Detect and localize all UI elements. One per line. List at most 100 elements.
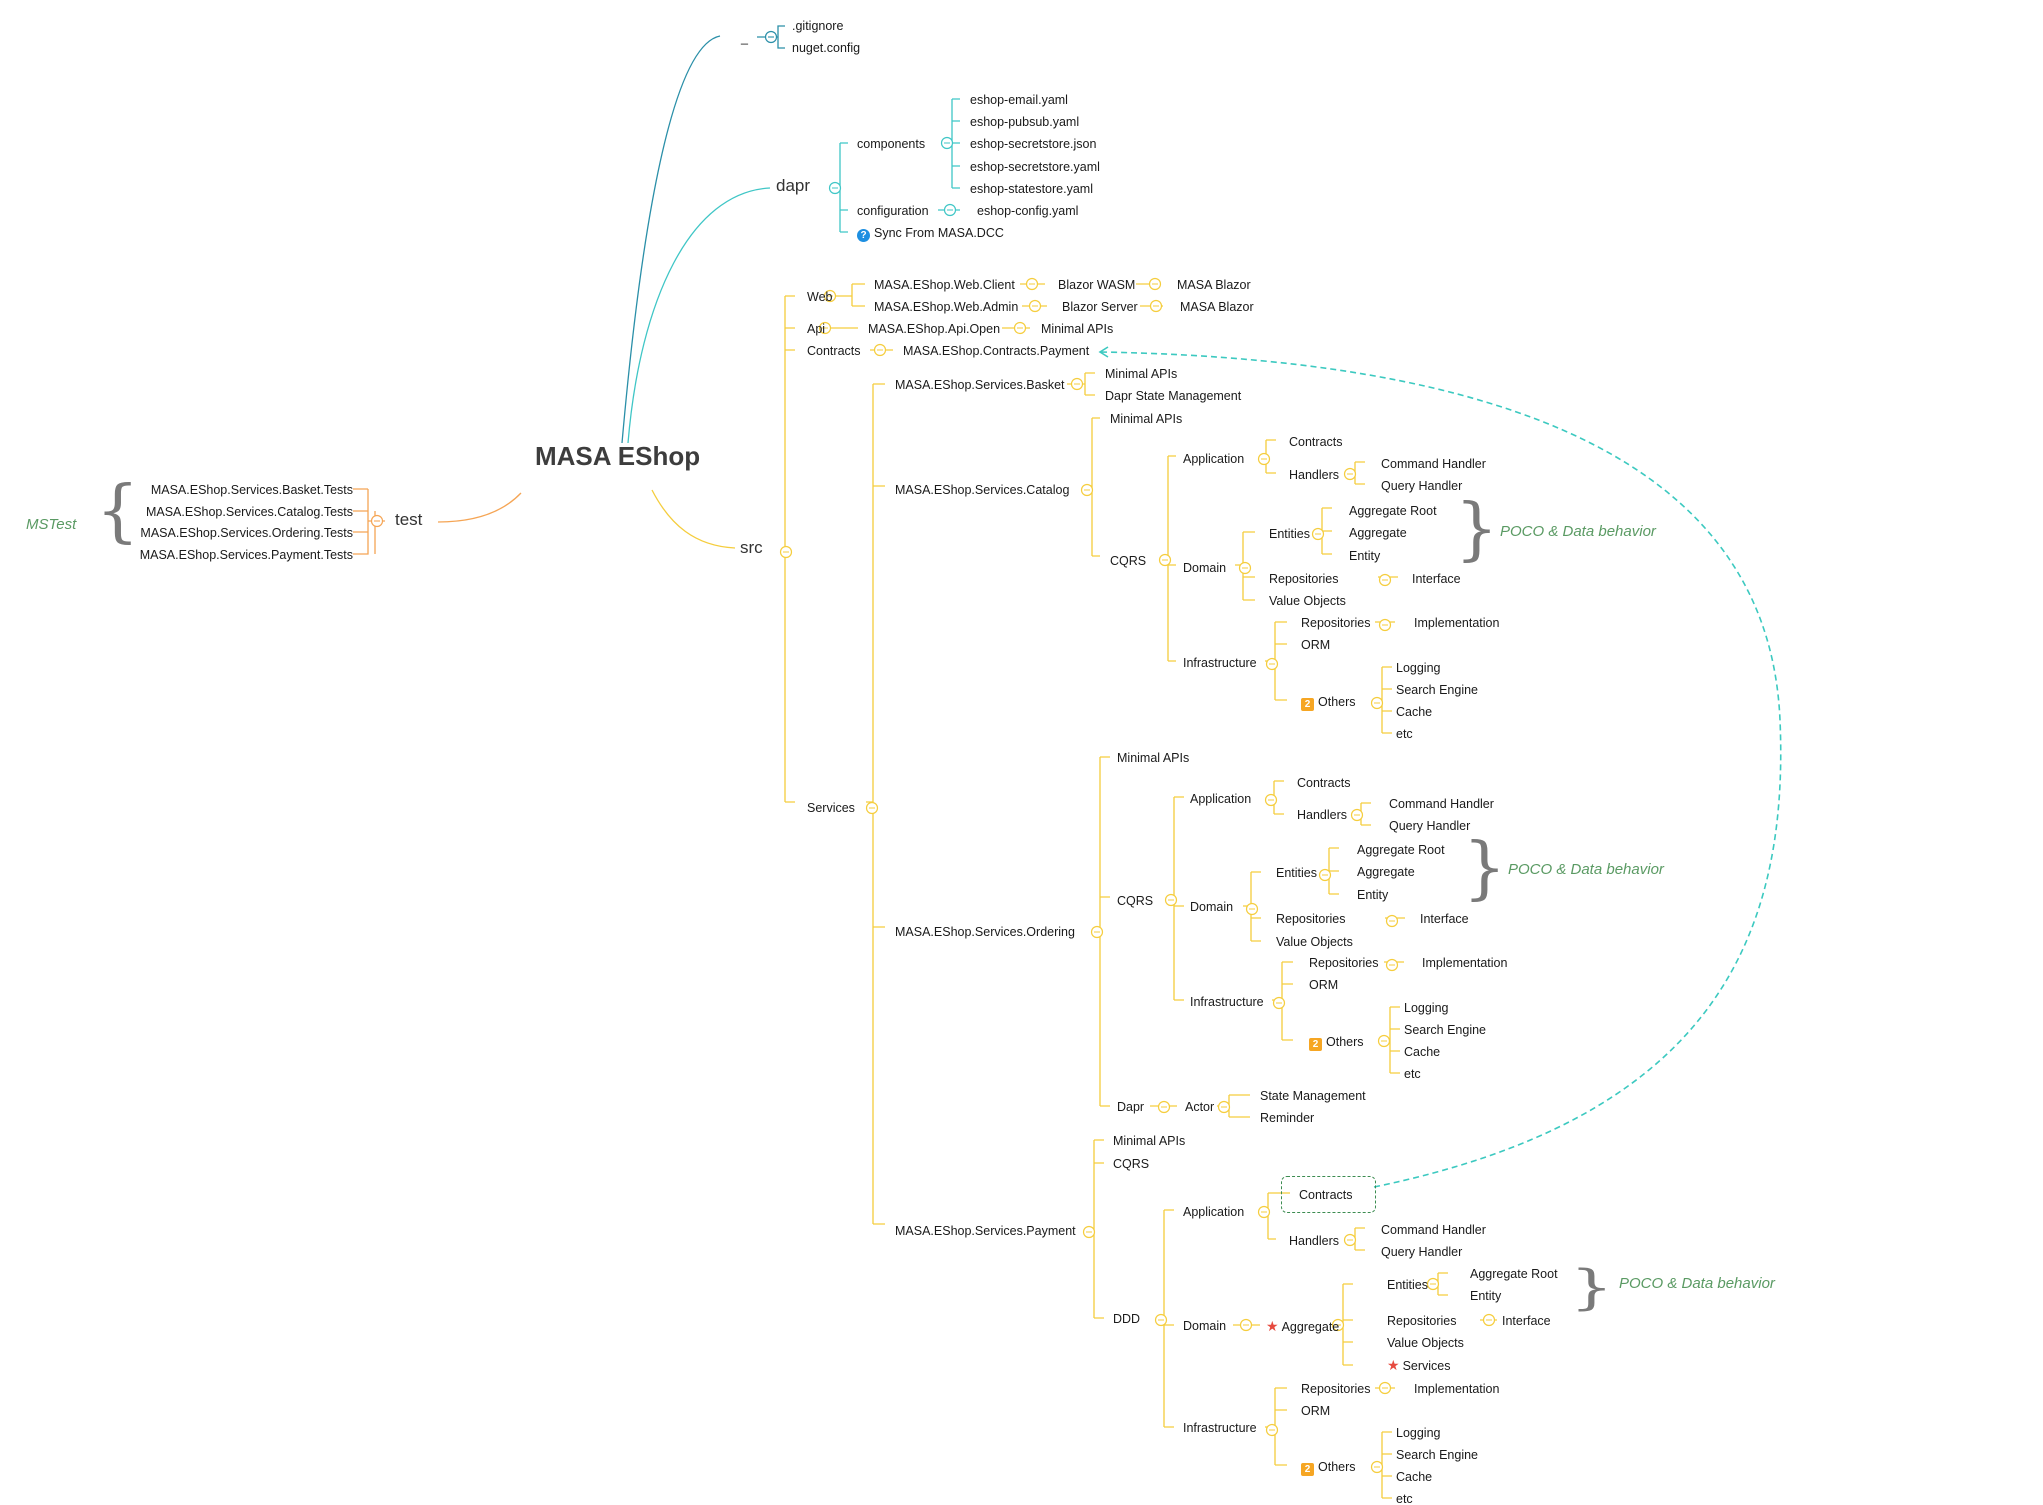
catalog-domain[interactable]: Domain <box>1183 561 1227 575</box>
payment-etc[interactable]: etc <box>1396 1492 1413 1505</box>
ordering-logging[interactable]: Logging <box>1404 1001 1449 1015</box>
payment-search-engine[interactable]: Search Engine <box>1396 1448 1479 1462</box>
basket-dapr-state[interactable]: Dapr State Management <box>1105 389 1242 403</box>
ordering-etc[interactable]: etc <box>1404 1067 1421 1081</box>
catalog-cqrs[interactable]: CQRS <box>1110 554 1147 568</box>
catalog-entities[interactable]: Entities <box>1269 527 1310 541</box>
ordering-search-engine[interactable]: Search Engine <box>1404 1023 1487 1037</box>
catalog-logging[interactable]: Logging <box>1396 661 1441 675</box>
catalog-infra-repositories[interactable]: Repositories <box>1301 616 1371 630</box>
test-ordering[interactable]: MASA.EShop.Services.Ordering.Tests <box>140 526 353 540</box>
payment-minimal-apis[interactable]: Minimal APIs <box>1113 1134 1186 1148</box>
payment-repositories[interactable]: Repositories <box>1387 1314 1457 1328</box>
payment-entities[interactable]: Entities <box>1387 1278 1428 1292</box>
catalog-minimal-apis[interactable]: Minimal APIs <box>1110 412 1183 426</box>
payment-command-handler[interactable]: Command Handler <box>1381 1223 1486 1237</box>
payment-logging[interactable]: Logging <box>1396 1426 1441 1440</box>
catalog-service[interactable]: MASA.EShop.Services.Catalog <box>895 483 1070 497</box>
payment-infrastructure[interactable]: Infrastructure <box>1183 1421 1257 1435</box>
payment-interface[interactable]: Interface <box>1502 1314 1551 1328</box>
file-nuget-config[interactable]: nuget.config <box>792 41 861 55</box>
payment-query-handler[interactable]: Query Handler <box>1381 1245 1463 1259</box>
component-email[interactable]: eshop-email.yaml <box>970 93 1068 107</box>
ordering-dapr[interactable]: Dapr <box>1117 1100 1145 1114</box>
ordering-minimal-apis[interactable]: Minimal APIs <box>1117 751 1190 765</box>
catalog-orm[interactable]: ORM <box>1301 638 1331 652</box>
payment-aggregate[interactable]: ★Aggregate <box>1266 1318 1340 1334</box>
basket-minimal-apis[interactable]: Minimal APIs <box>1105 367 1178 381</box>
catalog-value-objects[interactable]: Value Objects <box>1269 594 1346 608</box>
services-topic[interactable]: Services <box>807 801 855 815</box>
catalog-search-engine[interactable]: Search Engine <box>1396 683 1479 697</box>
test-topic[interactable]: test <box>395 510 423 529</box>
ordering-infrastructure[interactable]: Infrastructure <box>1190 995 1264 1009</box>
catalog-application[interactable]: Application <box>1183 452 1245 466</box>
contracts-topic[interactable]: Contracts <box>807 344 861 358</box>
ordering-state-management[interactable]: State Management <box>1260 1089 1366 1103</box>
payment-application[interactable]: Application <box>1183 1205 1245 1219</box>
web-topic[interactable]: Web <box>807 290 833 304</box>
web-admin-project[interactable]: MASA.EShop.Web.Admin <box>874 300 1019 314</box>
payment-cqrs[interactable]: CQRS <box>1113 1157 1150 1171</box>
ordering-contracts[interactable]: Contracts <box>1297 776 1351 790</box>
ordering-service[interactable]: MASA.EShop.Services.Ordering <box>895 925 1075 939</box>
src-topic[interactable]: src <box>740 538 763 557</box>
components-topic[interactable]: components <box>857 137 926 151</box>
test-payment[interactable]: MASA.EShop.Services.Payment.Tests <box>139 548 353 562</box>
web-client-project[interactable]: MASA.EShop.Web.Client <box>874 278 1015 292</box>
api-topic[interactable]: Api <box>807 322 826 336</box>
masa-blazor-admin[interactable]: MASA Blazor <box>1180 300 1254 314</box>
payment-cache[interactable]: Cache <box>1396 1470 1433 1484</box>
catalog-cache[interactable]: Cache <box>1396 705 1433 719</box>
payment-domain-services[interactable]: ★Services <box>1387 1357 1451 1373</box>
masa-blazor-client[interactable]: MASA Blazor <box>1177 278 1251 292</box>
catalog-interface[interactable]: Interface <box>1412 572 1461 586</box>
configuration-topic[interactable]: configuration <box>857 204 929 218</box>
component-secretstore-json[interactable]: eshop-secretstore.json <box>970 137 1097 151</box>
component-statestore[interactable]: eshop-statestore.yaml <box>970 182 1093 196</box>
ordering-implementation[interactable]: Implementation <box>1422 956 1508 970</box>
catalog-handlers[interactable]: Handlers <box>1289 468 1340 482</box>
test-catalog[interactable]: MASA.EShop.Services.Catalog.Tests <box>145 505 353 519</box>
ordering-reminder[interactable]: Reminder <box>1260 1111 1315 1125</box>
ordering-domain[interactable]: Domain <box>1190 900 1234 914</box>
ordering-value-objects[interactable]: Value Objects <box>1276 935 1353 949</box>
payment-domain[interactable]: Domain <box>1183 1319 1227 1333</box>
api-open-project[interactable]: MASA.EShop.Api.Open <box>868 322 1001 336</box>
dapr-topic[interactable]: dapr <box>776 176 811 195</box>
blazor-wasm[interactable]: Blazor WASM <box>1058 278 1136 292</box>
payment-service[interactable]: MASA.EShop.Services.Payment <box>895 1224 1076 1238</box>
catalog-command-handler[interactable]: Command Handler <box>1381 457 1486 471</box>
ordering-aggregate-root[interactable]: Aggregate Root <box>1357 843 1445 857</box>
root-topic[interactable]: MASA EShop <box>535 441 701 471</box>
catalog-aggregate-root[interactable]: Aggregate Root <box>1349 504 1437 518</box>
ordering-entity[interactable]: Entity <box>1357 888 1389 902</box>
ordering-actor[interactable]: Actor <box>1185 1100 1215 1114</box>
file-gitignore[interactable]: .gitignore <box>792 19 844 33</box>
catalog-entity[interactable]: Entity <box>1349 549 1381 563</box>
api-minimal-apis[interactable]: Minimal APIs <box>1041 322 1114 336</box>
payment-value-objects[interactable]: Value Objects <box>1387 1336 1464 1350</box>
ordering-query-handler[interactable]: Query Handler <box>1389 819 1471 833</box>
payment-handlers[interactable]: Handlers <box>1289 1234 1340 1248</box>
contracts-payment-project[interactable]: MASA.EShop.Contracts.Payment <box>903 344 1090 358</box>
ordering-application[interactable]: Application <box>1190 792 1252 806</box>
payment-aggregate-root[interactable]: Aggregate Root <box>1470 1267 1558 1281</box>
blazor-server[interactable]: Blazor Server <box>1062 300 1138 314</box>
ordering-entities[interactable]: Entities <box>1276 866 1317 880</box>
catalog-infrastructure[interactable]: Infrastructure <box>1183 656 1257 670</box>
catalog-aggregate[interactable]: Aggregate <box>1349 526 1407 540</box>
catalog-contracts[interactable]: Contracts <box>1289 435 1343 449</box>
component-pubsub[interactable]: eshop-pubsub.yaml <box>970 115 1080 129</box>
ordering-orm[interactable]: ORM <box>1309 978 1339 992</box>
blank-topic[interactable]: _ <box>741 31 748 45</box>
ordering-interface[interactable]: Interface <box>1420 912 1469 926</box>
catalog-etc[interactable]: etc <box>1396 727 1413 741</box>
sync-dcc-topic[interactable]: ?Sync From MASA.DCC <box>857 225 1004 242</box>
test-basket[interactable]: MASA.EShop.Services.Basket.Tests <box>150 483 353 497</box>
catalog-implementation[interactable]: Implementation <box>1414 616 1500 630</box>
ordering-aggregate[interactable]: Aggregate <box>1357 865 1415 879</box>
ordering-infra-repositories[interactable]: Repositories <box>1309 956 1379 970</box>
